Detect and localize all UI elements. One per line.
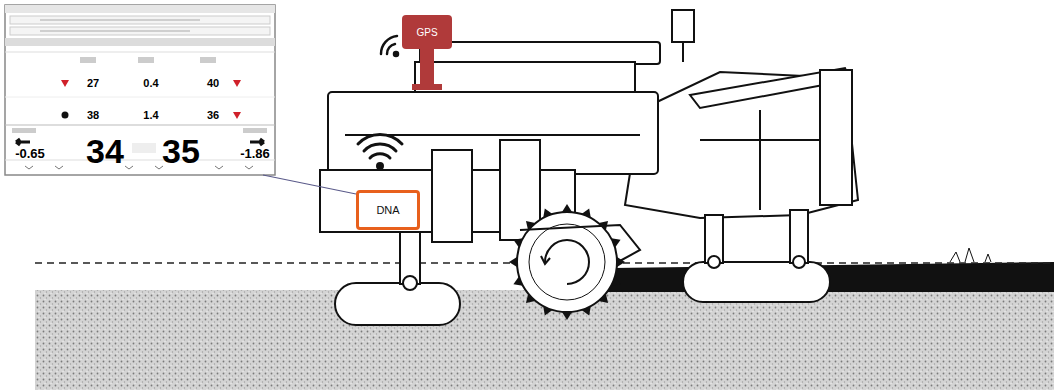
offset-value: -0.65 bbox=[15, 146, 45, 161]
display-screen: 27 0.4 40 38 1.4 36 -0.65 34 35 -1.86 bbox=[5, 5, 275, 175]
rear-post bbox=[820, 70, 852, 205]
column bbox=[432, 150, 472, 242]
front-track bbox=[335, 283, 460, 325]
gps-receiver: GPS bbox=[402, 15, 452, 49]
wifi-symbol bbox=[381, 36, 398, 56]
drum-teeth bbox=[509, 204, 625, 320]
asphalt-chips bbox=[950, 248, 991, 262]
leader-line bbox=[263, 175, 356, 194]
offset-value: -1.86 bbox=[240, 146, 270, 161]
depth-value: 34 bbox=[86, 132, 124, 171]
reading-value: 36 bbox=[207, 109, 219, 121]
screen-panel bbox=[5, 5, 275, 175]
wifi-symbol bbox=[358, 134, 402, 168]
reading-value: 0.4 bbox=[143, 77, 158, 89]
roof bbox=[420, 42, 660, 64]
gps-base bbox=[412, 84, 442, 90]
dna-unit: DNA bbox=[356, 190, 420, 230]
reading-value: 1.4 bbox=[143, 109, 158, 121]
dna-label: DNA bbox=[376, 204, 399, 216]
reading-value: 27 bbox=[87, 77, 99, 89]
gps-label: GPS bbox=[416, 27, 437, 38]
gps-stem bbox=[420, 48, 434, 88]
rear-track bbox=[683, 262, 830, 302]
hood bbox=[328, 92, 658, 174]
drum-housing bbox=[520, 225, 640, 262]
depth-value: 35 bbox=[162, 132, 200, 171]
reading-value: 38 bbox=[87, 109, 99, 121]
reading-value: 40 bbox=[207, 77, 219, 89]
mast bbox=[672, 10, 694, 42]
milling-machine bbox=[320, 10, 858, 325]
